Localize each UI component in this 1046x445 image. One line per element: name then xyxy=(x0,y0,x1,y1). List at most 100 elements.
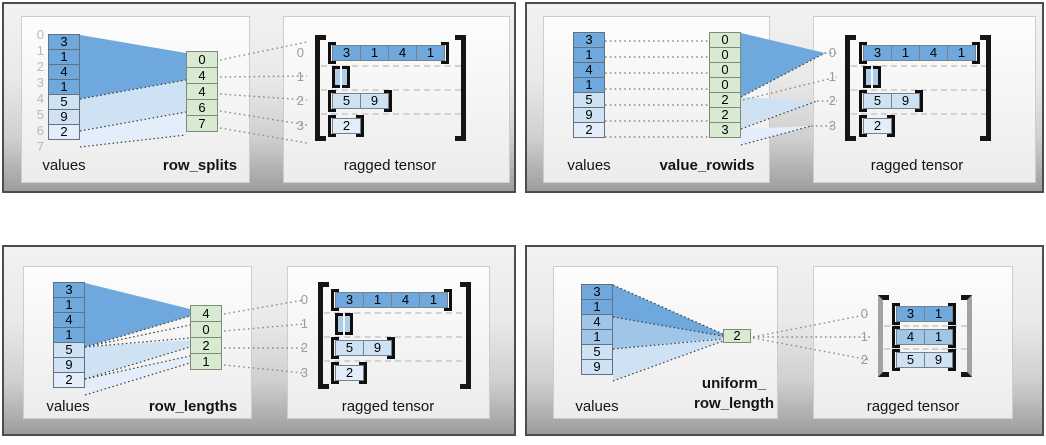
tensor-cell: 5 xyxy=(332,93,361,109)
ragged-tensor-caption: ragged tensor xyxy=(343,157,437,174)
value-cell: 1 xyxy=(53,297,85,313)
dotted-connectors xyxy=(605,40,838,138)
tensor-row: 5 9 xyxy=(332,93,389,109)
row-splits-cell: 4 xyxy=(186,67,218,84)
fan-pale xyxy=(80,112,186,147)
tensor-cell: 9 xyxy=(360,93,389,109)
value-rowids-cell: 3 xyxy=(709,122,741,138)
row-separator xyxy=(324,360,462,362)
outer-right-bracket xyxy=(460,282,471,389)
value-cell: 3 xyxy=(573,32,605,48)
row-bracket-left xyxy=(328,115,336,137)
tensor-cell: 1 xyxy=(924,306,953,322)
value-cell: 5 xyxy=(53,342,85,358)
row-bracket-right xyxy=(356,115,364,137)
boundary-index: 5 xyxy=(36,107,44,122)
value-rowids-column: 0 0 0 0 2 2 3 xyxy=(709,32,741,138)
ragged-tensor-caption: ragged tensor xyxy=(866,398,960,415)
row-separator xyxy=(851,65,987,67)
fan-dotted-edges xyxy=(84,315,191,396)
fan-light xyxy=(741,97,817,129)
row-bracket-left xyxy=(328,90,336,112)
outer-left-bracket xyxy=(318,282,329,389)
value-rowids-cell: 2 xyxy=(709,107,741,123)
tensor-cell: 3 xyxy=(335,292,364,308)
tensor-cell: 1 xyxy=(416,45,445,61)
row-separator xyxy=(884,325,967,327)
row-bracket-right xyxy=(441,42,449,64)
tensor-row-label: 2 xyxy=(300,340,308,355)
fan-dark xyxy=(85,283,190,347)
fan-light xyxy=(80,80,186,131)
row-splits-cell: 4 xyxy=(186,83,218,100)
row-splits-cell: 7 xyxy=(186,115,218,132)
outer-right-bracket xyxy=(455,35,466,141)
value-cell: 9 xyxy=(48,109,80,125)
value-cell: 4 xyxy=(573,62,605,78)
outer-left-bracket xyxy=(845,35,856,141)
outer-right-bracket xyxy=(980,35,991,141)
row-bracket-left xyxy=(892,303,900,325)
values-caption: values xyxy=(42,157,86,174)
tensor-row-label: 0 xyxy=(860,306,868,321)
outer-right-bracket xyxy=(961,295,972,377)
tensor-row-label: 1 xyxy=(828,69,836,84)
row-lengths-fan-diagram xyxy=(84,283,305,396)
row-bracket-left xyxy=(331,337,339,359)
tensor-cell: 2 xyxy=(335,365,364,381)
value-cell: 1 xyxy=(573,77,605,93)
values-caption: values xyxy=(567,157,611,174)
value-rowids-fan-diagram xyxy=(605,33,838,146)
value-cell: 5 xyxy=(573,92,605,108)
panel-row-lengths: 3 1 4 1 5 9 2 4 0 2 1 values row_lengths… xyxy=(2,245,516,436)
value-cell: 5 xyxy=(48,94,80,110)
boundary-index: 0 xyxy=(36,27,44,42)
value-cell: 5 xyxy=(581,344,613,360)
values-column: 3 1 4 1 5 9 2 xyxy=(48,34,80,140)
value-cell: 2 xyxy=(48,124,80,140)
tensor-cell: 4 xyxy=(391,292,420,308)
tensor-cell: 9 xyxy=(891,93,920,109)
key-caption-line1: uniform_ xyxy=(701,375,767,392)
fan-light xyxy=(85,340,190,379)
fan-dark xyxy=(613,285,723,337)
value-cell: 9 xyxy=(573,107,605,123)
tensor-cell: 9 xyxy=(363,340,392,356)
row-bracket-left xyxy=(331,289,339,311)
row-lengths-cell: 0 xyxy=(190,321,222,338)
key-to-tensor-dotted-lines xyxy=(219,41,308,144)
tensor-cell: 5 xyxy=(863,93,892,109)
tensor-row-label: 0 xyxy=(296,45,304,60)
tensor-row-label: 2 xyxy=(828,93,836,108)
row-bracket-left xyxy=(892,326,900,348)
row-bracket-right xyxy=(384,90,392,112)
value-cell: 9 xyxy=(581,359,613,375)
fan-dotted-edges xyxy=(612,284,724,382)
tensor-cell: 1 xyxy=(360,45,389,61)
tensor-row: 2 xyxy=(332,118,361,134)
tensor-row-label: 1 xyxy=(860,329,868,344)
row-splits-cell: 6 xyxy=(186,99,218,116)
row-bracket-right xyxy=(948,326,956,348)
value-cell: 1 xyxy=(581,329,613,345)
value-cell: 3 xyxy=(53,282,85,298)
fan-dotted-edges xyxy=(79,79,187,148)
tensor-cell: 5 xyxy=(335,340,364,356)
tensor-cell: 2 xyxy=(332,118,361,134)
values-column: 3 1 4 1 5 9 2 xyxy=(573,32,605,138)
value-cell: 1 xyxy=(48,79,80,95)
value-rowids-cell: 2 xyxy=(709,92,741,108)
fan-light xyxy=(613,338,723,381)
row-splits-column: 0 4 4 6 7 xyxy=(186,51,218,132)
tensor-cell: 4 xyxy=(388,45,417,61)
tensor-cell: 5 xyxy=(896,352,925,368)
ragged-tensor-caption: ragged tensor xyxy=(341,398,435,415)
row-bracket-right xyxy=(948,349,956,371)
empty-row-bracket xyxy=(863,66,881,88)
uniform-row-length-cell-wrap: 2 xyxy=(723,329,751,343)
tensor-cell: 1 xyxy=(891,45,920,61)
boundary-index: 6 xyxy=(36,123,44,138)
tensor-row-label: 0 xyxy=(300,292,308,307)
key-caption: row_lengths xyxy=(148,398,238,415)
row-bracket-right xyxy=(387,337,395,359)
